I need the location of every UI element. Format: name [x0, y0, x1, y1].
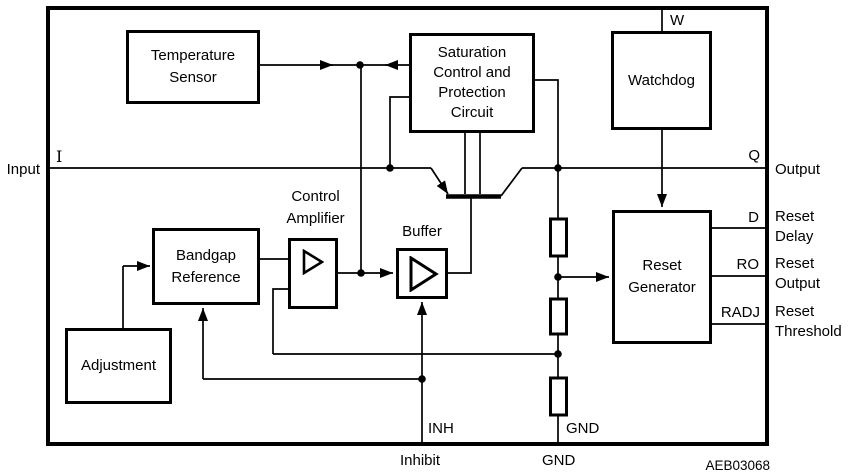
buffer-output-wire	[448, 198, 472, 274]
reset-output-pin-name: Reset Output	[775, 254, 820, 294]
control-amplifier-title: Control Amplifier	[283, 186, 348, 230]
watchdog-block: Watchdog	[611, 31, 712, 130]
reset-delay-pin-name: Reset Delay	[775, 207, 814, 247]
amplifier-triangle-icon	[302, 249, 324, 275]
temperature-sensor-label: Sensor	[169, 69, 217, 86]
control-amplifier-title-line: Control	[291, 188, 340, 205]
adjustment-block: Adjustment	[65, 328, 172, 404]
reset-delay-pin-designator: D	[748, 209, 759, 226]
junction-dot	[554, 273, 562, 281]
buffer-title: Buffer	[402, 223, 442, 240]
output-pin-designator: Q	[748, 147, 760, 164]
wires	[48, 10, 767, 443]
reset-delay-pin-name-line: Reset	[775, 208, 815, 225]
reset-output-pin-name-line: Output	[775, 275, 821, 292]
saturation-label: Saturation	[437, 44, 507, 61]
reset-generator-label: Generator	[628, 279, 696, 296]
resistor-2	[549, 297, 568, 336]
watchdog-label: Watchdog	[628, 71, 695, 89]
reset-generator-block: Reset Generator	[612, 210, 712, 344]
feedback-up-wire	[272, 288, 288, 354]
control-amplifier-block	[288, 238, 338, 309]
junction-dot	[356, 61, 364, 69]
reset-threshold-pin-name: Reset Threshold	[775, 302, 842, 342]
input-pin-designator: I	[56, 147, 63, 166]
inhibit-pin-name: Inhibit	[400, 452, 441, 469]
junction-dots	[356, 61, 562, 383]
reset-output-pin-designator: RO	[736, 256, 760, 273]
junction-dot	[554, 350, 562, 358]
reset-generator-label: Reset	[642, 257, 682, 274]
junction-dot	[554, 164, 562, 172]
reset-output-pin-name-line: Reset	[775, 255, 815, 272]
saturation-label: Circuit	[450, 104, 494, 121]
temperature-sensor-block: Temperature Sensor	[126, 30, 260, 104]
saturation-right-wire	[535, 79, 559, 168]
ic-boundary	[46, 6, 769, 446]
adjustment-label: Adjustment	[80, 357, 157, 374]
inhibit-pin-designator: INH	[428, 420, 454, 437]
ground-pin-designator: GND	[566, 420, 600, 437]
buffer-triangle-icon	[409, 256, 439, 292]
control-amplifier-title-line: Amplifier	[286, 210, 345, 227]
reset-threshold-pin-name-line: Threshold	[775, 323, 842, 340]
drawing-number: AEB03068	[705, 458, 770, 473]
buffer-block	[396, 248, 448, 299]
reset-threshold-pin-designator: RADJ	[720, 304, 760, 321]
saturation-label: Control and	[433, 64, 511, 81]
ground-pin-name: GND	[542, 452, 576, 469]
resistor-1	[549, 217, 568, 258]
saturation-label: Protection	[438, 84, 506, 101]
reset-threshold-pin-name-line: Reset	[775, 303, 815, 320]
bandgap-reference-block: Bandgap Reference	[152, 228, 260, 305]
junction-dot	[357, 269, 365, 277]
transistor-emitter	[430, 167, 449, 195]
transistor-collector	[500, 167, 523, 197]
saturation-control-block: Saturation Control and Protection Circui…	[409, 33, 535, 133]
bandgap-label: Reference	[171, 268, 241, 286]
reset-delay-pin-name-line: Delay	[775, 228, 814, 245]
junction-dot	[386, 164, 394, 172]
input-pin-name: Input	[6, 161, 40, 178]
watchdog-pin-designator: W	[670, 12, 685, 29]
temperature-sensor-label: Temperature	[150, 47, 236, 64]
output-pin-name: Output	[775, 161, 821, 178]
resistors	[549, 217, 568, 417]
saturation-left-wire	[389, 96, 409, 168]
bandgap-label: Bandgap	[175, 246, 237, 264]
resistor-3	[549, 376, 568, 417]
junction-dot	[418, 375, 426, 383]
